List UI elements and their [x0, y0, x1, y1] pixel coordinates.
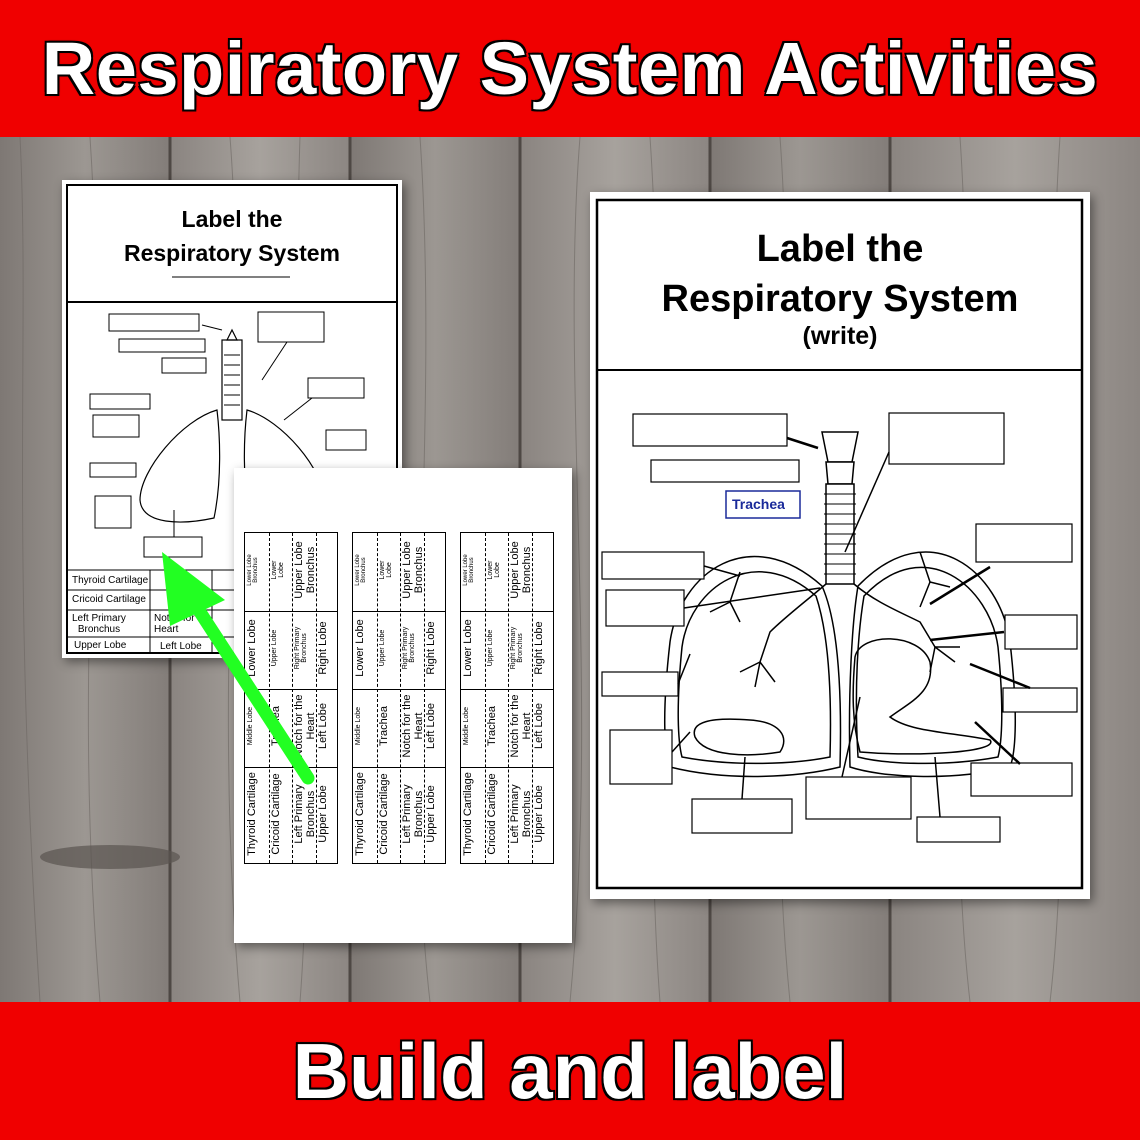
strip-label-thyroid-cartilage[interactable]: Thyroid Cartilage	[354, 772, 366, 856]
strip-label-left-primary-bronchus[interactable]: Left Primary Bronchus	[401, 784, 425, 844]
strip-label-left-lobe[interactable]: Left Lobe	[532, 703, 545, 749]
trachea-label: Trachea	[732, 496, 785, 512]
strip-divider	[423, 533, 425, 863]
table-thyroid-cartilage: Thyroid Cartilage	[72, 575, 149, 586]
strip-label-lower-lobe-small[interactable]: Lower Lobe	[486, 560, 501, 580]
strip-label-upper-lobe-bronchus[interactable]: Upper Lobe Bronchus	[293, 541, 317, 599]
strip-label-lower-lobe-bronchus[interactable]: Lower Lobe Bronchus	[247, 554, 260, 586]
strip-label-upper-lobe-small[interactable]: Upper Lobe	[378, 629, 386, 667]
large-worksheet: Label the Respiratory System (write) Tra…	[590, 192, 1090, 899]
strip-label-middle-lobe[interactable]: Middle Lobe	[355, 706, 362, 746]
strip-label-upper-lobe-bronchus[interactable]: Upper Lobe Bronchus	[401, 541, 425, 599]
strip-label-trachea[interactable]: Trachea	[377, 706, 390, 746]
strip-label-left-primary-bronchus[interactable]: Left Primary Bronchus	[509, 784, 533, 844]
strip-label-upper-lobe-small[interactable]: Upper Lobe	[270, 629, 278, 667]
strip-divider	[508, 533, 509, 863]
small-title-line2: Respiratory System	[123, 240, 341, 266]
large-worksheet-subtitle: (write)	[802, 322, 878, 350]
strip-label-right-primary-bronchus[interactable]: Right Primary Bronchus	[510, 626, 525, 670]
strip-divider	[353, 689, 445, 690]
large-worksheet-title: Label the Respiratory System	[590, 224, 1090, 324]
strip-divider	[461, 689, 553, 690]
strip-label-lower-lobe[interactable]: Lower Lobe	[246, 619, 258, 677]
large-title-line1: Label the	[756, 228, 924, 270]
table-left-primary-bronchus: Left Primary Bronchus	[72, 613, 126, 635]
small-worksheet-title: Label the Respiratory System	[62, 202, 402, 270]
strip-label-notch-for-heart[interactable]: Notch for the Heart	[509, 694, 533, 758]
strip-label-right-lobe[interactable]: Right Lobe	[532, 621, 545, 675]
strip-label-right-lobe[interactable]: Right Lobe	[316, 621, 329, 675]
table-cricoid-cartilage: Cricoid Cartilage	[72, 594, 146, 605]
strip-label-lower-lobe-small[interactable]: Lower Lobe	[378, 560, 393, 580]
strip-divider	[353, 611, 445, 612]
strip-label-cricoid-cartilage[interactable]: Cricoid Cartilage	[485, 773, 498, 855]
strip-label-left-lobe[interactable]: Left Lobe	[424, 703, 437, 749]
bottom-banner: Build and label	[0, 1002, 1140, 1140]
strip-label-lower-lobe[interactable]: Lower Lobe	[462, 619, 474, 677]
strip-label-lower-lobe-bronchus[interactable]: Lower Lobe Bronchus	[463, 554, 476, 586]
strip-divider	[315, 533, 317, 863]
strip-label-cricoid-cartilage[interactable]: Cricoid Cartilage	[269, 773, 282, 855]
small-title-line1: Label the	[181, 206, 283, 232]
strip-divider	[461, 611, 553, 612]
large-title-line2: Respiratory System	[661, 278, 1019, 320]
strip-label-lower-lobe-bronchus[interactable]: Lower Lobe Bronchus	[355, 554, 368, 586]
table-notch-partial: Notch for Heart	[154, 613, 195, 635]
strip-label-upper-lobe[interactable]: Upper Lobe	[316, 785, 329, 843]
strip-divider	[484, 533, 486, 863]
strip-label-trachea[interactable]: Trachea	[269, 706, 282, 746]
table-upper-lobe: Upper Lobe	[74, 640, 127, 651]
banner-subtitle: Build and label	[291, 1025, 849, 1116]
strip-divider	[400, 533, 401, 863]
strip-label-lower-lobe-small[interactable]: Lower Lobe	[270, 560, 285, 580]
strip-label-upper-lobe[interactable]: Upper Lobe	[424, 785, 437, 843]
strip-label-middle-lobe[interactable]: Middle Lobe	[247, 706, 254, 746]
strip-divider	[353, 767, 445, 768]
strip-divider	[376, 533, 378, 863]
large-worksheet-diagram	[595, 198, 1084, 890]
strip-divider	[461, 767, 553, 768]
strip-label-upper-lobe-small[interactable]: Upper Lobe	[486, 629, 494, 667]
strip-label-upper-lobe[interactable]: Upper Lobe	[532, 785, 545, 843]
strip-label-cricoid-cartilage[interactable]: Cricoid Cartilage	[377, 773, 390, 855]
top-banner: Respiratory System Activities	[0, 0, 1140, 137]
strip-label-thyroid-cartilage[interactable]: Thyroid Cartilage	[462, 772, 474, 856]
strip-label-upper-lobe-bronchus[interactable]: Upper Lobe Bronchus	[509, 541, 533, 599]
banner-title: Respiratory System Activities	[40, 26, 1099, 112]
strip-label-left-lobe[interactable]: Left Lobe	[316, 703, 329, 749]
strip-label-middle-lobe[interactable]: Middle Lobe	[463, 706, 470, 746]
strip-label-lower-lobe[interactable]: Lower Lobe	[354, 619, 366, 677]
strip-label-left-primary-bronchus[interactable]: Left Primary Bronchus	[293, 784, 317, 844]
strip-divider	[531, 533, 533, 863]
strip-label-right-primary-bronchus[interactable]: Right Primary Bronchus	[402, 626, 417, 670]
table-left-lobe: Left Lobe	[160, 641, 202, 652]
strip-label-right-primary-bronchus[interactable]: Right Primary Bronchus	[294, 626, 309, 670]
strip-label-right-lobe[interactable]: Right Lobe	[424, 621, 437, 675]
strip-label-trachea[interactable]: Trachea	[485, 706, 498, 746]
strip-label-thyroid-cartilage[interactable]: Thyroid Cartilage	[246, 772, 258, 856]
strip-label-notch-for-heart[interactable]: Notch for the Heart	[293, 694, 317, 758]
strip-label-notch-for-heart[interactable]: Notch for the Heart	[401, 694, 425, 758]
